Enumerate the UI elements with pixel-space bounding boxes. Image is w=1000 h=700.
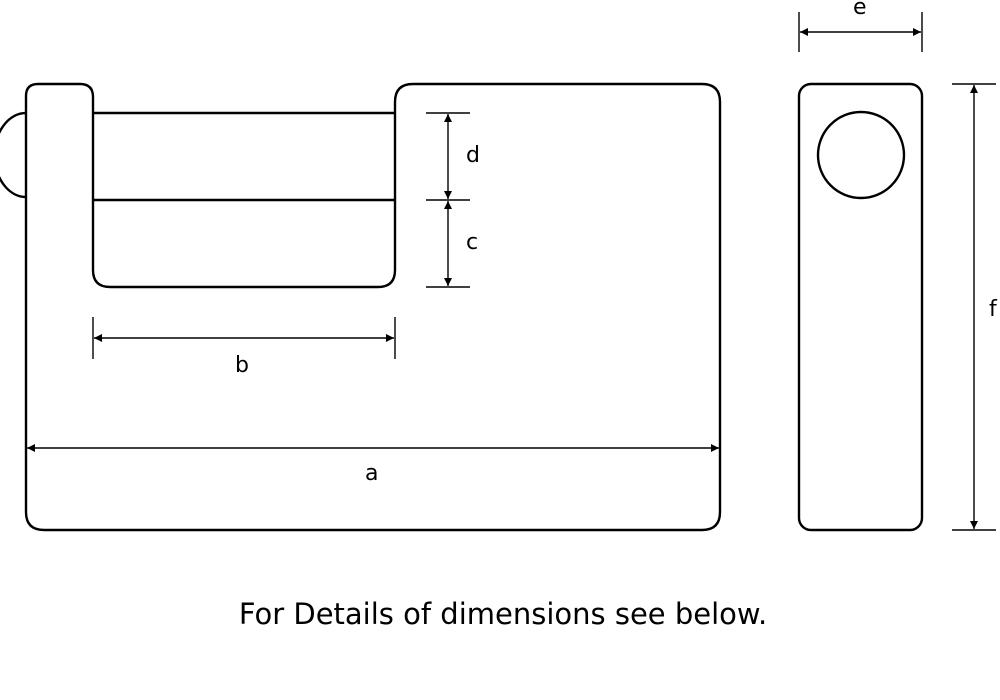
dimension-label-c: c [466,230,478,255]
dimension-d: d [426,112,480,201]
dimension-a: a [27,444,719,486]
side-body-outline [797,82,924,532]
dimension-label-d: d [466,143,480,168]
dimension-c: c [426,201,478,288]
shackle-end-cap [0,111,27,199]
front-view: d c b a [0,82,722,532]
side-view: e f [797,0,998,532]
diagram-caption: For Details of dimensions see below. [239,597,767,631]
keyhole-circle [816,110,906,200]
dimension-f: f [952,83,998,531]
dimension-b: b [92,317,396,378]
dimension-label-b: b [235,353,249,378]
dimension-label-a: a [365,461,378,486]
dimension-label-f: f [989,297,998,322]
dimension-label-e: e [853,0,867,20]
dimension-e: e [798,0,923,52]
padlock-body-outline [24,82,722,532]
